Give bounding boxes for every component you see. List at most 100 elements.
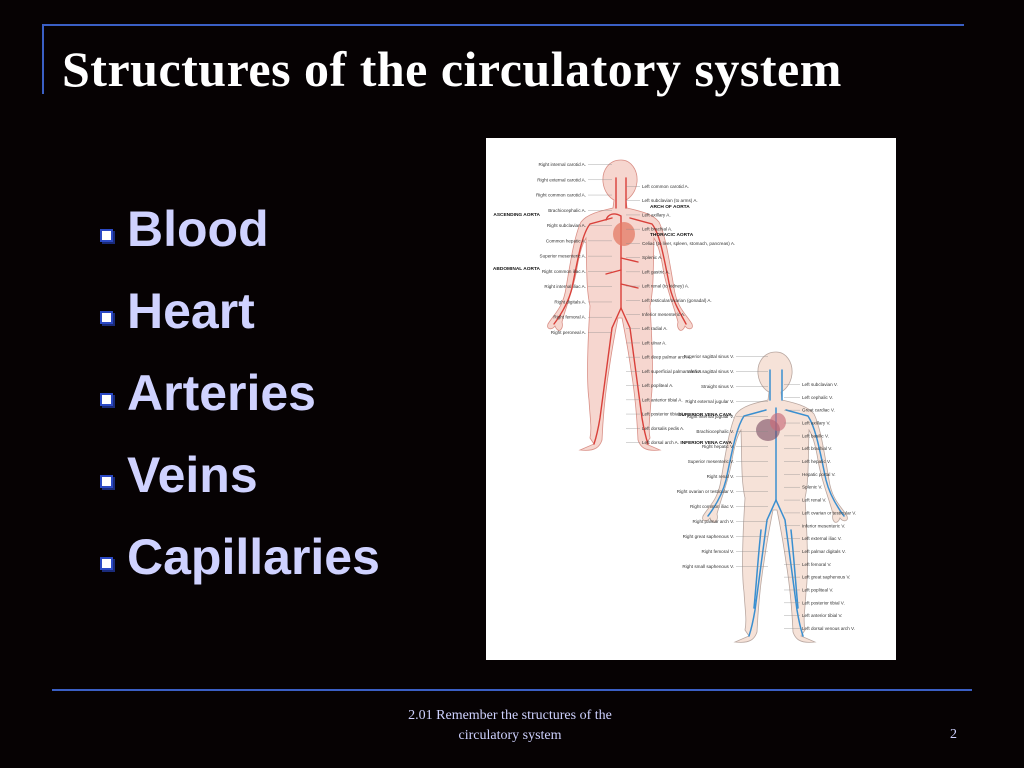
bullet-item-heart: Heart (100, 270, 380, 352)
artery-network (553, 177, 687, 445)
vein-label: Superior sagittal sinus V. (684, 354, 734, 359)
square-bullet-icon (100, 556, 113, 570)
vein-label: Right great saphenous V. (683, 534, 735, 539)
artery-label: Inferior mesenteric A. (642, 312, 685, 317)
vein-label: Great cardiac V. (802, 408, 835, 413)
artery-heading: ARCH OF AORTA (650, 204, 690, 210)
artery-label: Left anterior tibial A. (642, 397, 683, 402)
artery-label: Left axillary A. (642, 212, 671, 217)
vein-label: Right renal V. (707, 474, 734, 479)
title-left-rule (42, 26, 44, 94)
bullet-text: Veins (127, 447, 258, 503)
artery-label: Right femoral A. (553, 315, 586, 320)
artery-label: Left brachial A. (642, 227, 672, 232)
artery-label: Right internal iliac A. (544, 284, 586, 289)
vein-label: Right small saphenous V. (682, 564, 734, 569)
vein-label: Hepatic portal V. (802, 472, 836, 477)
artery-label: Brachiocephalic A. (548, 208, 586, 213)
artery-label: Right external carotid A. (537, 177, 586, 182)
artery-label: Left dorsal arch A. (642, 440, 679, 445)
artery-label: Left popliteal A. (642, 383, 673, 388)
circulatory-diagram-svg: Right internal carotid A. Right external … (493, 159, 856, 643)
artery-label: Splenic A. (642, 255, 662, 260)
vein-label: Right common iliac V. (690, 504, 734, 509)
vein-label: Superior mesenteric V. (688, 459, 734, 464)
heart-shape (613, 222, 635, 246)
artery-label: Left ulnar A. (642, 340, 667, 345)
vein-label: Brachiocephalic V. (696, 429, 734, 434)
artery-heading: ABDOMINAL AORTA (493, 266, 541, 272)
artery-label: Left superficial palmar arch A. (642, 369, 703, 374)
slide-title: Structures of the circulatory system (62, 41, 842, 97)
vein-label: Left hepatic V. (802, 459, 831, 464)
bullet-text: Arteries (127, 365, 316, 421)
square-bullet-icon (100, 228, 113, 242)
artery-label: Right subclavian A. (547, 223, 586, 228)
vein-label: Left great saphenous V. (802, 575, 850, 580)
vein-label: Left posterior tibial V. (802, 600, 845, 605)
footer-rule (52, 689, 972, 691)
bullet-text: Capillaries (127, 529, 380, 585)
bullet-item-veins: Veins (100, 434, 380, 516)
square-bullet-icon (100, 392, 113, 406)
vein-label: Left axillary V. (802, 421, 831, 426)
vein-label: Left anterior tibial V. (802, 613, 843, 618)
vein-label: Left renal V. (802, 498, 826, 503)
page-number: 2 (950, 727, 957, 742)
artery-label: Right common iliac A. (542, 269, 586, 274)
artery-label: Right digitals A. (554, 299, 586, 304)
vein-label: Right hepatic V. (702, 444, 734, 449)
diagram-labels: Right internal carotid A. Right external … (493, 162, 856, 631)
artery-heading: ASCENDING AORTA (493, 212, 540, 218)
vein-label: Left ovarian or testicular V. (802, 510, 856, 515)
vein-label: Left cephalic V. (802, 395, 833, 400)
footer-text: 2.01 Remember the structures of the circ… (360, 706, 660, 746)
vein-label: Inferior mesenteric V. (802, 523, 845, 528)
artery-label: Left posterior tibial A. (642, 412, 685, 417)
artery-label: Left renal (to kidney) A. (642, 284, 689, 289)
vein-label: Right femoral V. (701, 549, 734, 554)
artery-label: Celiac (to liver, spleen, stomach, pancr… (642, 241, 735, 246)
vein-label: Right ovarian or testicular V. (677, 489, 734, 494)
artery-label: Right common carotid A. (536, 193, 586, 198)
heart-shape (770, 413, 786, 431)
vein-heading: INFERIOR VENA CAVA (680, 440, 732, 446)
vein-label: Splenic V. (802, 485, 822, 490)
vein-label: Left popliteal V. (802, 587, 833, 592)
bullet-item-blood: Blood (100, 188, 380, 270)
vein-label: Left femoral V. (802, 562, 832, 567)
artery-label: Left radial A. (642, 326, 668, 331)
artery-label: Left gastric A. (642, 269, 670, 274)
bullet-list: Blood Heart Arteries Veins Capillaries (100, 188, 380, 598)
artery-label: Left testicular/ovarian (gonadal) A. (642, 298, 712, 303)
vein-label: Right palmar arch V. (693, 519, 735, 524)
square-bullet-icon (100, 474, 113, 488)
arterial-figure (547, 159, 693, 451)
footer-line-2: circulatory system (458, 728, 562, 743)
vein-heading: SUPERIOR VENA CAVA (678, 412, 732, 418)
artery-label: Right internal carotid A. (539, 162, 587, 167)
vein-label: Straight sinus V. (701, 384, 734, 389)
artery-label: Left subclavian (to arms) A. (642, 198, 698, 203)
artery-heading: THORACIC AORTA (650, 232, 694, 238)
venous-figure (702, 351, 848, 643)
artery-label: Left common carotid A. (642, 184, 689, 189)
footer-line-1: 2.01 Remember the structures of the (408, 708, 612, 723)
vein-label: Left subclavian V. (802, 382, 838, 387)
vein-label: Right internal jugular V. (687, 414, 734, 419)
vein-label: Left basilic V. (802, 433, 829, 438)
vein-label: Left palmar digitals V. (802, 549, 846, 554)
title-top-rule (42, 24, 964, 26)
artery-label: Right peroneal A. (551, 330, 586, 335)
bullet-item-arteries: Arteries (100, 352, 380, 434)
circulatory-system-diagram: Right internal carotid A. Right external … (486, 138, 896, 660)
artery-label: Left dorsalis pedis A. (642, 426, 684, 431)
vein-label: Left external iliac V. (802, 536, 842, 541)
vein-label: Left dorsal venous arch V. (802, 626, 855, 631)
venous-body-outline (702, 351, 848, 643)
bullet-item-capillaries: Capillaries (100, 516, 380, 598)
artery-label: Common hepatic A. (546, 238, 586, 243)
arterial-body-outline (547, 159, 693, 451)
artery-label: Left deep palmar arch A. (642, 355, 692, 360)
vein-label: Left brachial V. (802, 446, 832, 451)
